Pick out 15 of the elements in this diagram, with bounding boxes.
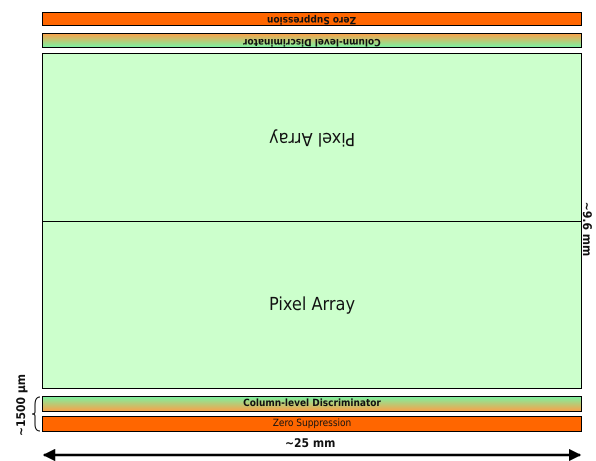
dimension-label: ~1500 µm (14, 374, 28, 436)
region-label: Column-level Discriminator (243, 399, 381, 409)
readout-strip (42, 416, 582, 432)
region-label: Zero Suppression (267, 14, 357, 24)
region-label: Pixel Array (268, 128, 356, 146)
dimension-label: ~9.6 mm (580, 202, 594, 256)
pixel-array-region (42, 221, 582, 389)
region-label: Column-level Discriminator (243, 36, 381, 46)
region-label: Zero Suppression (272, 419, 352, 429)
pixel-array-region (42, 53, 582, 222)
region-label: Pixel Array (268, 296, 356, 314)
discriminator-strip (42, 396, 582, 412)
discriminator-strip (42, 33, 582, 48)
readout-strip (42, 12, 582, 26)
dimension-label: ~25 mm (285, 436, 336, 450)
